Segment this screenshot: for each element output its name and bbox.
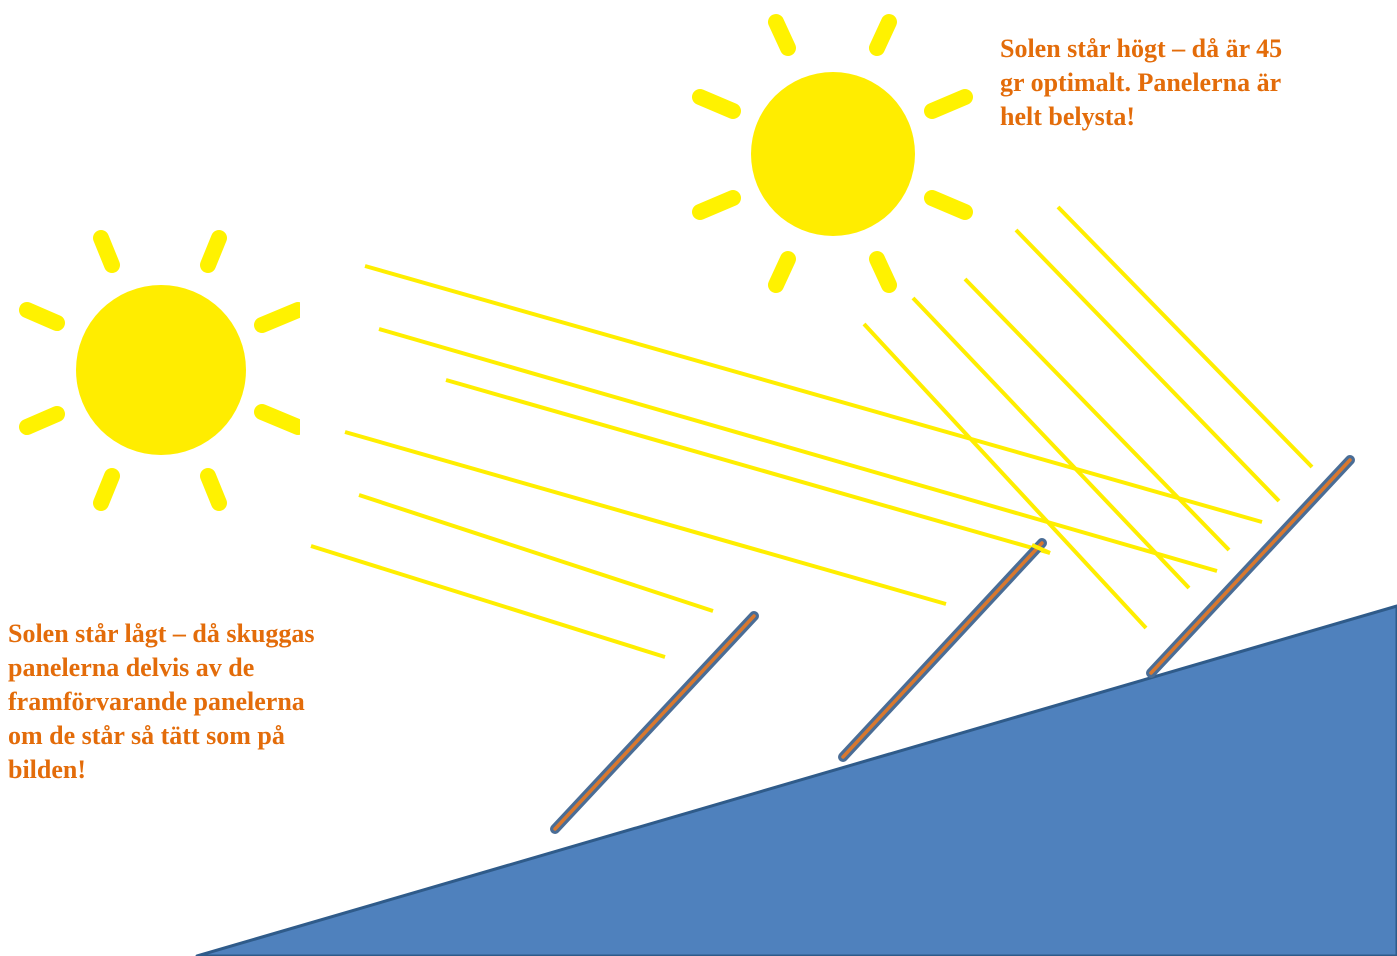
light-ray	[1016, 230, 1279, 501]
panel-cells	[555, 616, 754, 829]
sun-ray	[877, 22, 889, 48]
solar-panel-1	[555, 616, 754, 829]
low-sun-caption: Solen står lågt – då skuggas panelerna d…	[8, 617, 408, 787]
low-sun-icon	[27, 238, 320, 503]
sun-ray	[262, 412, 298, 427]
light-ray	[1058, 207, 1312, 467]
sun-ray	[27, 414, 57, 427]
light-ray	[379, 329, 1217, 571]
sun-ray	[101, 476, 112, 503]
sun-ray	[262, 310, 298, 325]
sun-disc	[76, 285, 246, 455]
light-ray	[359, 495, 713, 611]
sun-ray	[932, 97, 965, 111]
light-ray	[913, 298, 1189, 588]
sun-ray	[101, 238, 112, 265]
sun-ray	[27, 310, 57, 323]
sun-ray	[208, 238, 219, 265]
high-sun-icon	[700, 22, 965, 285]
sun-ray	[208, 476, 219, 503]
high-sun-light-rays	[864, 207, 1312, 628]
light-ray	[446, 380, 1050, 553]
sun-ray	[776, 259, 788, 285]
sun-ray	[776, 22, 788, 48]
high-sun-caption: Solen står högt – då är 45 gr optimalt. …	[1000, 32, 1370, 134]
sun-disc	[751, 72, 915, 236]
sun-ray	[700, 198, 733, 212]
sun-ray	[700, 97, 733, 111]
sun-ray	[877, 259, 889, 285]
sun-ray	[932, 198, 965, 212]
